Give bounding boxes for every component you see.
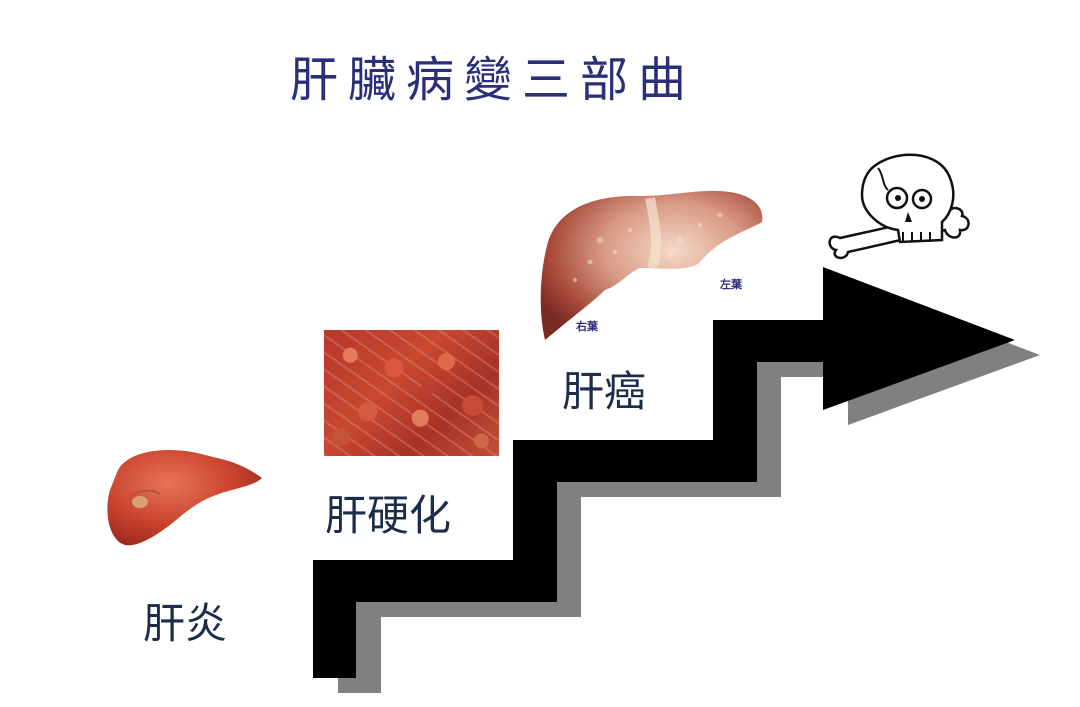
left-lobe-label: 左葉 <box>719 277 743 291</box>
stage-label-liver-cancer: 肝癌 <box>562 367 647 416</box>
cirrhosis-tissue-image <box>324 330 499 456</box>
right-lobe-label: 右葉 <box>575 319 599 333</box>
arrow-body <box>313 267 1015 678</box>
stage-label-cirrhosis: 肝硬化 <box>325 491 452 540</box>
diagram-title: 肝臟病變三部曲 <box>290 52 697 108</box>
stage-label-hepatitis: 肝炎 <box>143 599 228 648</box>
